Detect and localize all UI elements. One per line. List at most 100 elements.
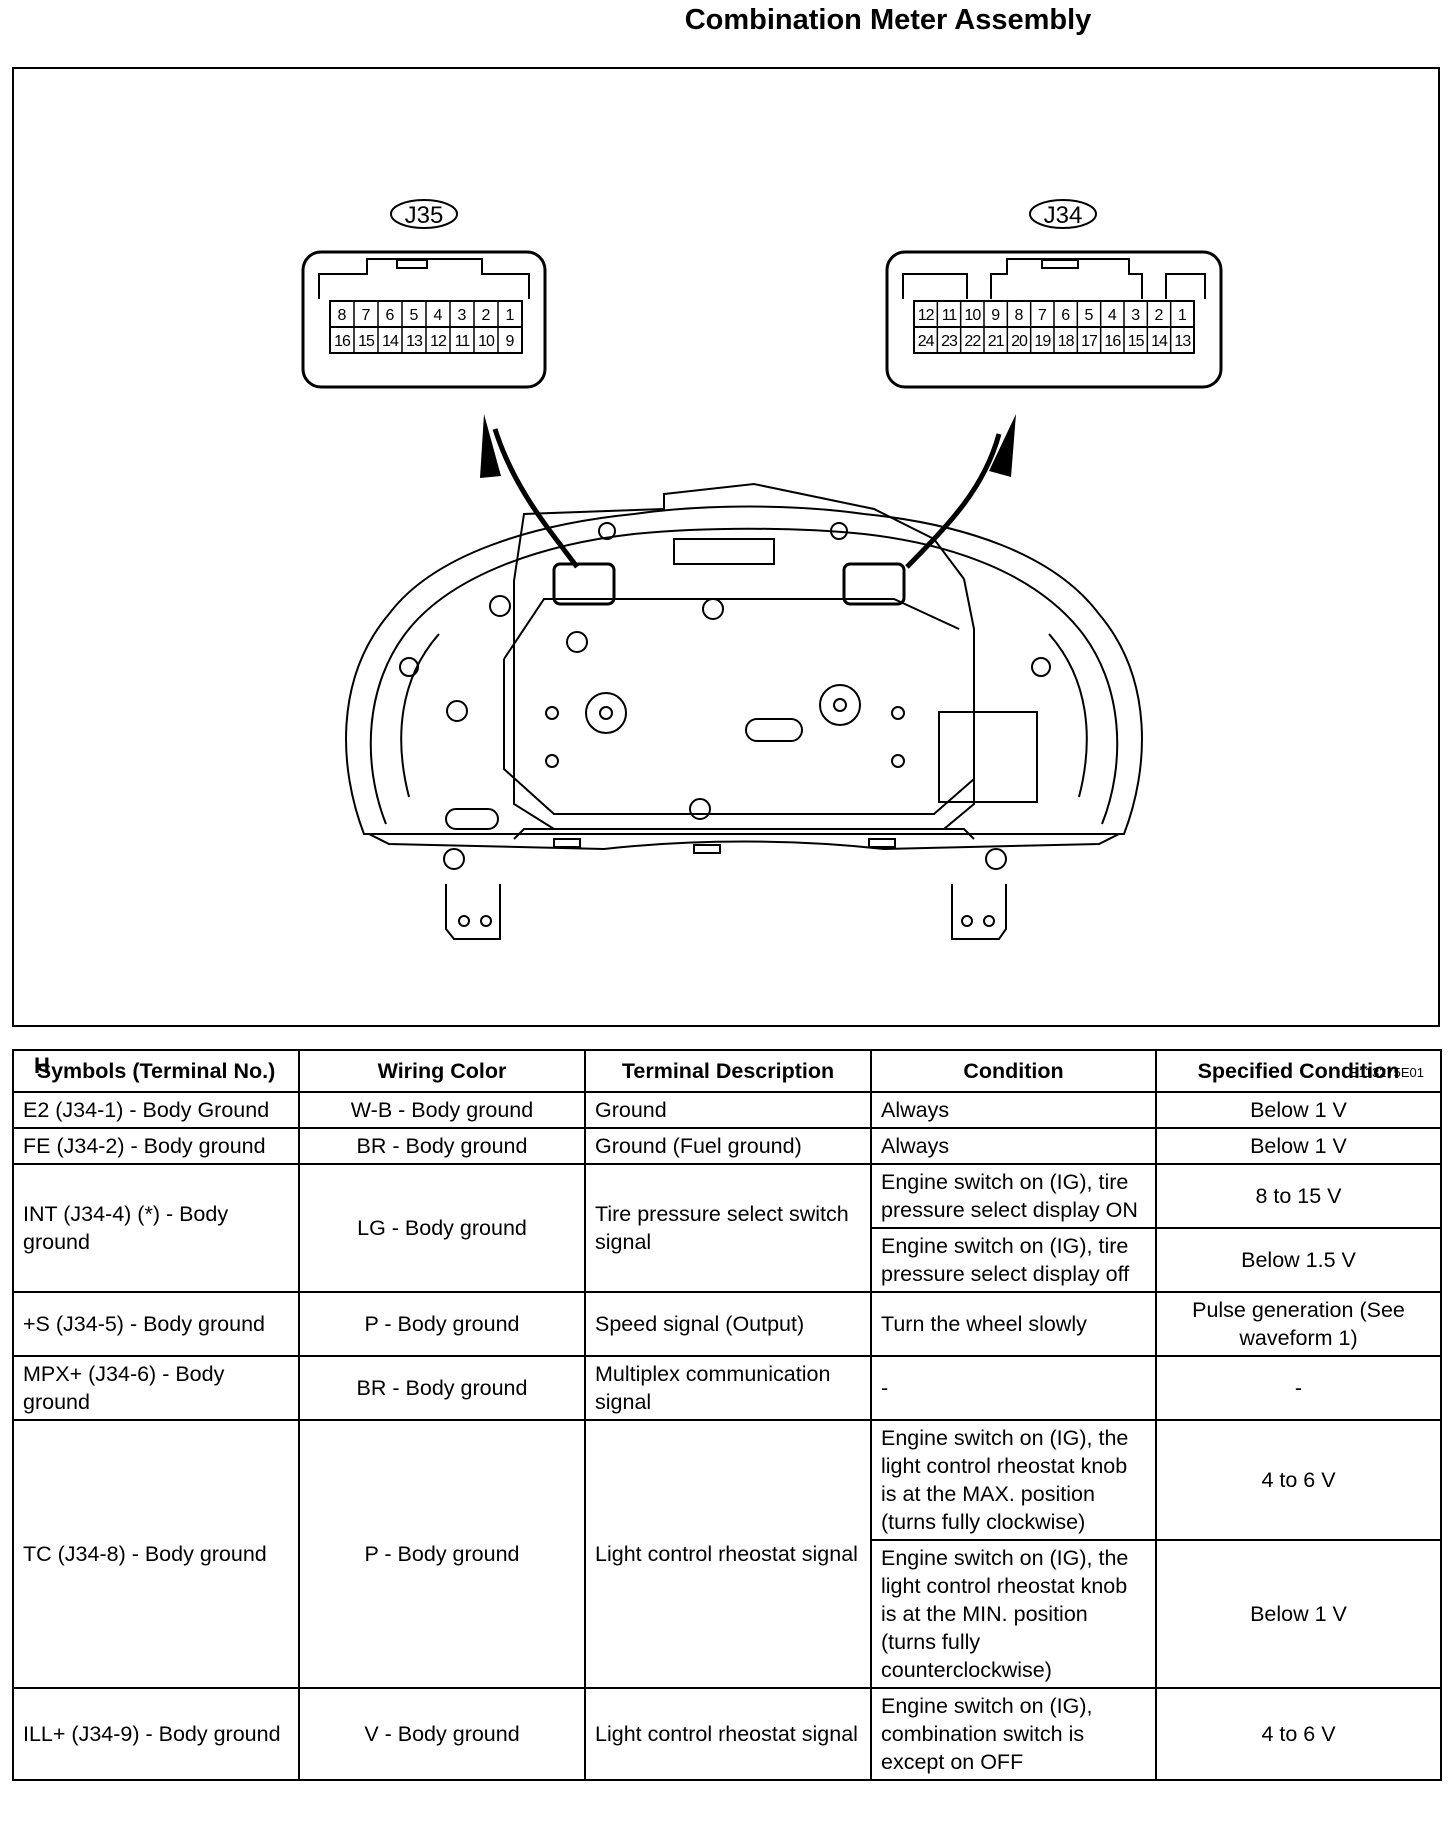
column-header: Wiring Color (298, 1049, 586, 1093)
specified-condition-cell: Below 1.5 V (1155, 1227, 1442, 1293)
condition-cell: Engine switch on (IG), tire pressure sel… (870, 1163, 1157, 1229)
symbol-cell: +S (J34-5) - Body ground (12, 1291, 300, 1357)
terminal-description-cell: Light control rheostat signal (584, 1687, 872, 1781)
pin-number: 14 (1151, 333, 1168, 350)
symbol-cell: INT (J34-4) (*) - Body ground (12, 1163, 300, 1293)
specified-condition-cell: Below 1 V (1155, 1539, 1442, 1689)
symbol-cell: FE (J34-2) - Body ground (12, 1127, 300, 1165)
pin-number: 15 (358, 333, 375, 350)
specified-condition-cell: Pulse generation (See waveform 1) (1155, 1291, 1442, 1357)
wiring-color-cell: BR - Body ground (298, 1355, 586, 1421)
meter-illustration: J35 J34 87654321161514131211109121110987… (301, 199, 1223, 940)
terminal-description-cell: Tire pressure select switch signal (584, 1163, 872, 1293)
pin-number: 11 (455, 333, 471, 350)
wiring-color-cell: LG - Body ground (298, 1163, 586, 1293)
pin-number: 10 (478, 333, 495, 350)
condition-cell: Always (870, 1127, 1157, 1165)
specified-condition-cell: Below 1 V (1155, 1091, 1442, 1129)
pin-number: 12 (918, 307, 935, 324)
pin-number: 23 (941, 333, 958, 350)
wiring-color-cell: P - Body ground (298, 1291, 586, 1357)
pin-number: 17 (1081, 333, 1098, 350)
pin-number: 19 (1034, 333, 1051, 350)
pin-number: 13 (406, 333, 423, 350)
terminal-description-cell: Speed signal (Output) (584, 1291, 872, 1357)
pin-number: 2 (1155, 307, 1164, 324)
pin-number: 13 (1174, 333, 1191, 350)
column-header: Terminal Description (584, 1049, 872, 1093)
pin-number: 10 (964, 307, 981, 324)
table-header-row: Symbols (Terminal No.) Wiring Color Term… (12, 1049, 1442, 1093)
pin-number: 11 (942, 307, 958, 324)
condition-cell: Engine switch on (IG), combination switc… (870, 1687, 1157, 1781)
connector-label: J34 (1044, 202, 1083, 229)
specified-condition-cell: 8 to 15 V (1155, 1163, 1442, 1229)
pin-number: 9 (506, 333, 515, 350)
pin-number: 6 (386, 307, 395, 324)
specified-condition-cell: 4 to 6 V (1155, 1687, 1442, 1781)
pin-number: 4 (1108, 307, 1117, 324)
arrow-to-j35 (492, 428, 580, 569)
condition-cell: Always (870, 1091, 1157, 1129)
pin-number: 16 (334, 333, 351, 350)
pin-number: 2 (482, 307, 491, 324)
pin-number: 21 (988, 333, 1005, 350)
pin-number: 5 (410, 307, 419, 324)
terminal-description-cell: Ground (584, 1091, 872, 1129)
pin-number: 14 (382, 333, 399, 350)
pin-number: 1 (1178, 307, 1187, 324)
condition-cell: - (870, 1355, 1157, 1421)
pin-number: 4 (434, 307, 443, 324)
pin-number: 3 (458, 307, 467, 324)
pin-number: 7 (362, 307, 371, 324)
condition-cell: Engine switch on (IG), tire pressure sel… (870, 1227, 1157, 1293)
symbol-cell: E2 (J34-1) - Body Ground (12, 1091, 300, 1129)
pin-number: 8 (1015, 307, 1024, 324)
arrow-head-j35 (480, 414, 501, 478)
pin-number: 15 (1128, 333, 1145, 350)
specified-condition-cell: 4 to 6 V (1155, 1419, 1442, 1541)
pin-number: 22 (964, 333, 981, 350)
terminal-description-cell: Ground (Fuel ground) (584, 1127, 872, 1165)
connector-label: J35 (405, 202, 444, 229)
condition-cell: Engine switch on (IG), the light control… (870, 1539, 1157, 1689)
condition-cell: Turn the wheel slowly (870, 1291, 1157, 1357)
column-header: Condition (870, 1049, 1157, 1093)
wiring-color-cell: BR - Body ground (298, 1127, 586, 1165)
arrow-to-j34 (905, 433, 1002, 569)
pin-number: 20 (1011, 333, 1028, 350)
column-header: Specified Condition (1155, 1049, 1442, 1093)
wiring-color-cell: W-B - Body ground (298, 1091, 586, 1129)
pin-number: 24 (918, 333, 935, 350)
terminal-description-cell: Light control rheostat signal (584, 1419, 872, 1689)
wiring-color-cell: P - Body ground (298, 1419, 586, 1689)
pin-number: 3 (1131, 307, 1140, 324)
page-title: Combination Meter Assembly (684, 4, 1092, 36)
specified-condition-cell: Below 1 V (1155, 1127, 1442, 1165)
meter-back-housing (345, 482, 1143, 940)
pin-number: 7 (1038, 307, 1047, 324)
arrow-head-j34 (989, 414, 1016, 477)
pin-number: 9 (991, 307, 1000, 324)
specified-condition-cell: - (1155, 1355, 1442, 1421)
pin-number: 12 (430, 333, 447, 350)
condition-cell: Engine switch on (IG), the light control… (870, 1419, 1157, 1541)
pin-number: 16 (1104, 333, 1121, 350)
column-header: Symbols (Terminal No.) (12, 1049, 300, 1093)
symbol-cell: MPX+ (J34-6) - Body ground (12, 1355, 300, 1421)
pin-number: 8 (338, 307, 347, 324)
terminal-table: Symbols (Terminal No.) Wiring Color Term… (12, 1049, 1442, 1781)
table-row: Engine switch on (IG), tire pressure sel… (13, 1227, 1442, 1293)
symbol-cell: TC (J34-8) - Body ground (12, 1419, 300, 1689)
pin-number: 18 (1058, 333, 1075, 350)
table-row: Engine switch on (IG), the light control… (13, 1539, 1442, 1689)
wiring-color-cell: V - Body ground (298, 1687, 586, 1781)
